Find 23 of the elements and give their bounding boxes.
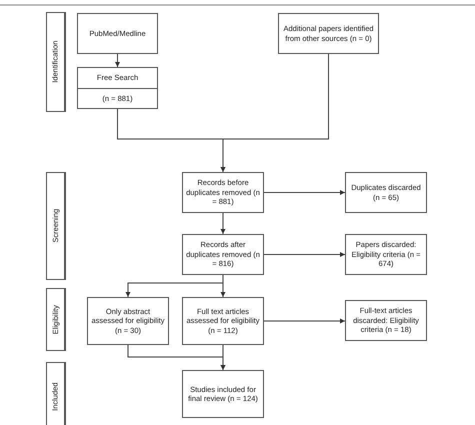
process-box bbox=[345, 234, 427, 275]
process-box bbox=[345, 300, 427, 341]
arrow bbox=[220, 212, 226, 234]
phase-band bbox=[46, 172, 66, 280]
process-box bbox=[182, 234, 264, 275]
process-box bbox=[182, 370, 264, 418]
process-box bbox=[77, 13, 158, 54]
arrow bbox=[115, 54, 120, 68]
arrow bbox=[264, 318, 346, 324]
phase-band bbox=[46, 362, 66, 425]
phase-band bbox=[46, 12, 66, 112]
process-box bbox=[182, 297, 264, 345]
arrow bbox=[220, 54, 329, 172]
arrow bbox=[220, 344, 226, 370]
arrow bbox=[220, 274, 226, 298]
arrow bbox=[264, 190, 346, 195]
phase-band bbox=[46, 288, 66, 351]
process-box bbox=[345, 172, 427, 213]
process-box bbox=[278, 13, 379, 54]
process-box bbox=[182, 172, 264, 213]
process-box bbox=[87, 297, 169, 345]
arrow bbox=[264, 252, 346, 257]
process-box bbox=[77, 67, 158, 109]
